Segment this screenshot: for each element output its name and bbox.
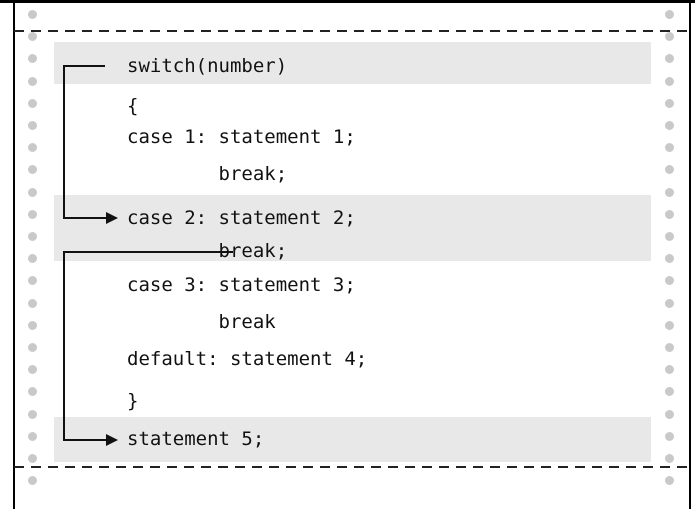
sprocket-hole-left <box>28 410 37 419</box>
sprocket-hole-right <box>665 10 674 19</box>
code-line-case3: case 3: statement 3; <box>127 274 356 296</box>
arrow-switch-to-case2 <box>63 65 108 219</box>
code-line-case1: case 1: statement 1; <box>127 126 356 148</box>
arrowhead-statement5 <box>106 434 118 446</box>
sprocket-hole-left <box>28 365 37 374</box>
sprocket-hole-right <box>665 254 674 263</box>
sprocket-hole-right <box>665 54 674 63</box>
sprocket-hole-right <box>665 387 674 396</box>
sprocket-hole-left <box>28 476 37 485</box>
sprocket-hole-right <box>665 343 674 352</box>
sprocket-hole-right <box>665 210 674 219</box>
sprocket-hole-left <box>28 432 37 441</box>
code-line-switch: switch(number) <box>127 55 288 77</box>
sprocket-hole-right <box>665 232 674 241</box>
code-line-close-brace: } <box>127 390 139 412</box>
sprocket-hole-left <box>28 299 37 308</box>
sprocket-hole-right <box>665 321 674 330</box>
sprocket-hole-right <box>665 32 674 41</box>
sprocket-hole-left <box>28 210 37 219</box>
sprocket-hole-left <box>28 77 37 86</box>
sprocket-hole-right <box>665 121 674 130</box>
sprocket-hole-left <box>28 321 37 330</box>
sprocket-hole-right <box>665 276 674 285</box>
code-line-break3: break <box>127 311 276 333</box>
sprocket-hole-right <box>665 476 674 485</box>
sprocket-hole-left <box>28 343 37 352</box>
sprocket-hole-right <box>665 454 674 463</box>
sprocket-hole-right <box>665 365 674 374</box>
sprocket-hole-left <box>28 276 37 285</box>
sprocket-hole-left <box>28 165 37 174</box>
sprocket-hole-right <box>665 77 674 86</box>
sprocket-hole-left <box>28 54 37 63</box>
code-line-case2: case 2: statement 2; <box>127 207 356 229</box>
sprocket-hole-left <box>28 188 37 197</box>
arrowhead-case2 <box>106 212 118 224</box>
code-line-statement5: statement 5; <box>127 428 265 450</box>
sprocket-hole-left <box>28 254 37 263</box>
arrow-break-to-statement5 <box>63 251 233 441</box>
sprocket-hole-left <box>28 454 37 463</box>
sprocket-hole-right <box>665 410 674 419</box>
sprocket-hole-left <box>28 121 37 130</box>
code-line-break1: break; <box>127 163 288 185</box>
sprocket-hole-right <box>665 99 674 108</box>
highlight-band-case2 <box>54 195 651 261</box>
sprocket-hole-right <box>665 165 674 174</box>
sprocket-hole-left <box>28 32 37 41</box>
sprocket-hole-right <box>665 188 674 197</box>
sprocket-hole-right <box>665 299 674 308</box>
code-line-open-brace: { <box>127 95 139 117</box>
code-line-default: default: statement 4; <box>127 348 368 370</box>
sprocket-hole-left <box>28 10 37 19</box>
sprocket-hole-left <box>28 99 37 108</box>
sprocket-hole-left <box>28 232 37 241</box>
sprocket-hole-left <box>28 387 37 396</box>
highlight-band-switch <box>54 42 651 84</box>
sprocket-hole-right <box>665 432 674 441</box>
sprocket-hole-left <box>28 143 37 152</box>
highlight-band-statement5 <box>54 417 651 462</box>
sprocket-hole-right <box>665 143 674 152</box>
code-line-break2: break; <box>127 240 288 262</box>
